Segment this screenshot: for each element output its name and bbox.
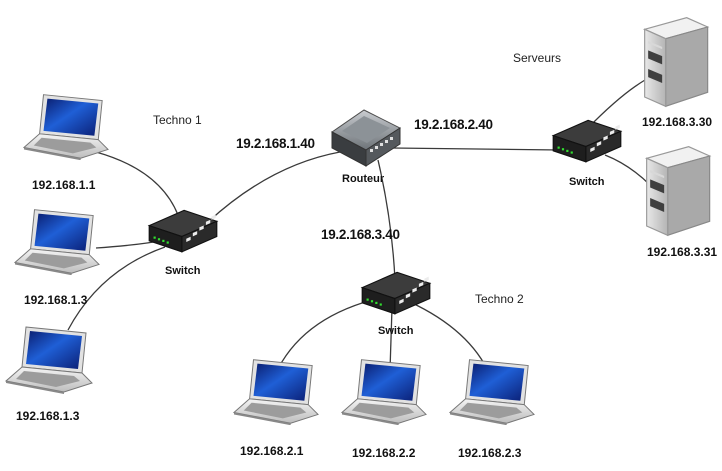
laptop-icon [14, 209, 100, 275]
server-ip-label: 192.168.3.30 [642, 115, 713, 129]
laptop-ip-label: 192.168.1.3 [24, 293, 88, 307]
link-laptop3-switch1 [67, 246, 166, 331]
router-if-techno1: 19.2.168.1.40 [236, 136, 315, 151]
laptop-icon [233, 359, 319, 425]
link-laptop1-switch1 [95, 151, 179, 216]
laptop-ip-label: 192.168.2.3 [458, 446, 522, 460]
laptop-ip-label: 192.168.1.3 [16, 409, 80, 423]
router-if-techno2: 19.2.168.3.40 [321, 227, 400, 242]
router [331, 109, 402, 167]
laptop-ip-label: 192.168.1.1 [32, 178, 96, 192]
switch-icon [361, 271, 431, 315]
laptop-icon [23, 94, 109, 160]
switch-icon [552, 119, 622, 163]
link-switch3-server2 [604, 154, 651, 186]
router-if-servers: 19.2.168.2.40 [414, 117, 493, 132]
router-label: Routeur [342, 173, 385, 185]
link-switch2-laptop5 [389, 307, 393, 371]
link-router-switch2 [377, 159, 396, 281]
link-switch1-router [207, 151, 341, 223]
laptop-ip-label: 192.168.2.2 [352, 446, 416, 460]
laptop-ip-label: 192.168.2.1 [240, 444, 304, 458]
switch-label-techno1: Switch [165, 265, 201, 277]
link-router-switch3 [391, 147, 561, 151]
server-icon [646, 146, 711, 236]
laptop-icon [5, 326, 93, 394]
server-icon [644, 17, 709, 107]
laptop-icon [341, 359, 427, 425]
laptop-icon [449, 359, 535, 425]
server-ip-label: 192.168.3.31 [647, 245, 718, 259]
group-label-techno2: Techno 2 [475, 292, 524, 306]
switch-label-servers: Switch [569, 176, 605, 188]
group-label-techno1: Techno 1 [153, 113, 202, 127]
switch-icon [148, 209, 218, 253]
group-label-servers: Serveurs [513, 51, 562, 65]
switch-label-techno2: Switch [378, 325, 414, 337]
